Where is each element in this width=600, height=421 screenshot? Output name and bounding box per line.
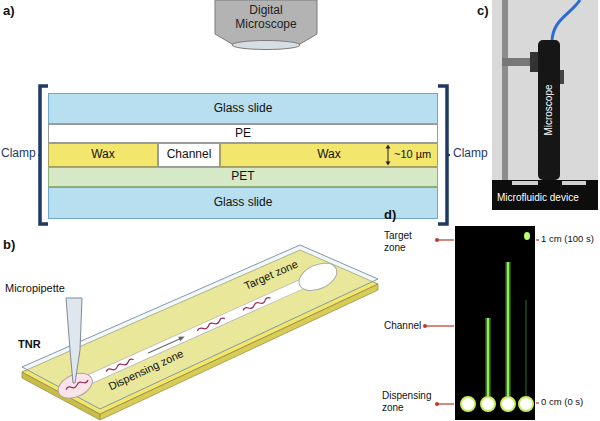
image-background [455, 226, 535, 420]
part-label: Micropipette [5, 282, 65, 295]
well-spot [519, 397, 533, 411]
clamp-bracket [40, 86, 48, 224]
glass-cover [22, 245, 378, 409]
tnr-squiggle [242, 297, 271, 312]
well-spot [501, 397, 515, 411]
marker-line [437, 239, 454, 240]
faint-trace [525, 300, 527, 396]
device-sketch [22, 245, 378, 420]
clamp-bracket [438, 86, 447, 224]
layer-label: PE [235, 127, 251, 141]
pet-layer: PET [48, 167, 438, 187]
microscope-knob [560, 70, 564, 84]
panel-letter: b) [3, 238, 15, 253]
zone-label: Dispensing zone [382, 390, 432, 413]
glow-trace [485, 318, 491, 396]
tnr-squiggle [65, 379, 88, 392]
microscope-housing [215, 0, 317, 44]
marker-line [536, 239, 539, 240]
layer-label: PET [231, 170, 254, 184]
dimension-label: ~10 µm [394, 148, 431, 161]
part-label: TNR [18, 338, 41, 351]
photo-background [492, 0, 598, 182]
scale-label: 1 cm (100 s) [541, 234, 594, 245]
device-photo [512, 181, 538, 185]
layer-label: Wax [317, 148, 341, 162]
panel-letter: d) [384, 208, 396, 223]
channel-outline [88, 282, 307, 380]
microscope-lens [232, 41, 300, 50]
microscope-box: Digital Microscope [214, 0, 318, 50]
wax-layer: Wax [48, 143, 158, 167]
stand-pole [502, 0, 508, 182]
microscope-body [538, 40, 560, 180]
clamp-tick [38, 154, 40, 156]
layer-label: Channel [167, 148, 212, 162]
glass-slide-layer: Glass slide [48, 187, 438, 219]
layer-label: Wax [91, 148, 115, 162]
pe-layer: PE [48, 124, 438, 143]
target-well [295, 258, 341, 296]
usb-cable [552, 0, 580, 42]
glow-trace [505, 262, 511, 396]
channel-layer: Channel [158, 143, 220, 167]
device-photo [562, 181, 586, 185]
channel-path [88, 282, 307, 380]
fluid-front [487, 318, 490, 396]
zone-label: Channel [384, 320, 421, 332]
scale-label: 0 cm (0 s) [541, 397, 583, 408]
photo-label: Microfluidic device [497, 192, 579, 204]
marker-line [536, 402, 539, 403]
flow-arrowhead [178, 334, 186, 341]
layer-label: Glass slide [214, 196, 273, 210]
layer-label: Digital Microscope [226, 4, 306, 32]
fluorescence-image [423, 226, 539, 420]
wax-slide [22, 250, 378, 414]
layer-label: Glass slide [214, 102, 273, 116]
micropipette [66, 298, 82, 383]
glass-slide-layer: Glass slide [48, 93, 438, 124]
well-spot [461, 397, 475, 411]
clamp-brackets [38, 86, 450, 224]
marker-line [425, 325, 454, 326]
target-spot [524, 232, 530, 240]
setup-photo [492, 0, 598, 210]
well-spot [481, 397, 495, 411]
clamp-tick [447, 154, 450, 156]
panel-letter: c) [477, 4, 489, 19]
marker-line [437, 403, 454, 404]
photo-label: Microscope [543, 84, 555, 135]
clamp-label: Clamp [1, 147, 36, 161]
fluid-front [507, 262, 510, 396]
panel-letter: a) [3, 4, 15, 19]
clamp-label: Clamp [453, 147, 488, 161]
tnr-squiggle [197, 317, 226, 332]
zone-label: Target zone [384, 230, 430, 253]
photo-floor [492, 180, 598, 210]
channel-sketch [54, 258, 341, 404]
